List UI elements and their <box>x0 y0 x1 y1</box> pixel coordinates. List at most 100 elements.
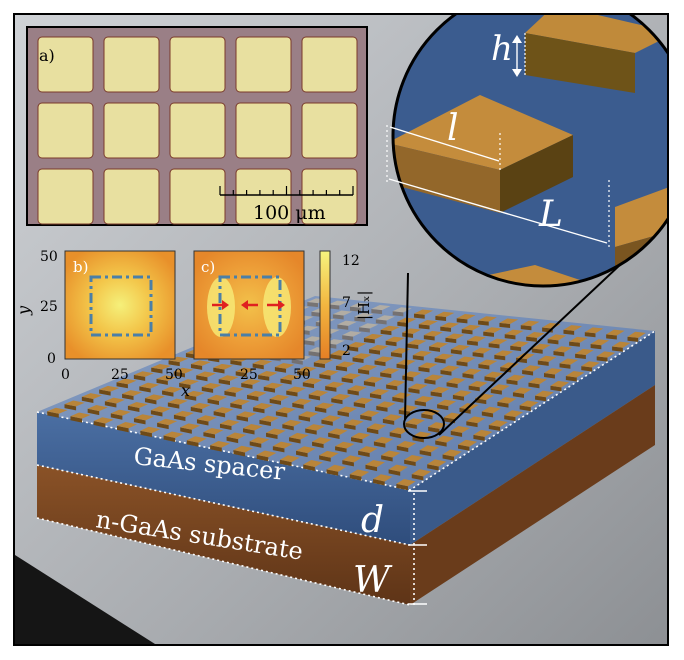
x-axis-label: x <box>181 381 190 400</box>
patch-side <box>207 398 219 405</box>
micro-pad <box>103 36 160 93</box>
patch-side <box>64 404 77 411</box>
patch <box>414 396 434 403</box>
patch-side <box>230 360 242 366</box>
patch <box>269 394 290 401</box>
patch <box>253 403 273 410</box>
colorbar <box>319 250 331 360</box>
patch <box>190 360 211 366</box>
patch <box>99 385 120 392</box>
patch <box>506 374 526 382</box>
patch <box>258 370 278 377</box>
patch <box>569 336 588 343</box>
patch <box>210 440 230 448</box>
micrograph-panel <box>26 26 368 226</box>
patch-side <box>414 313 425 319</box>
patch-side <box>446 382 458 388</box>
patch-side <box>224 390 236 397</box>
patch-side <box>186 440 199 447</box>
patch-side <box>358 369 370 375</box>
patch <box>144 394 165 401</box>
micro-pad-grid <box>37 36 358 225</box>
patch-side <box>418 366 430 373</box>
patch <box>308 390 329 397</box>
patch-side <box>184 394 197 401</box>
patch-side <box>374 360 386 367</box>
patch-side <box>497 401 509 408</box>
patch-side <box>478 320 489 326</box>
patch-side <box>274 367 287 373</box>
patch <box>547 334 567 341</box>
patch-side <box>468 385 480 392</box>
patch <box>535 390 554 398</box>
patch-side <box>390 352 402 358</box>
patch <box>87 405 108 412</box>
patch-side <box>427 464 439 471</box>
patch <box>408 383 428 390</box>
micro-pad <box>169 168 226 225</box>
patch <box>133 414 154 421</box>
y-tick-0: 0 <box>47 351 56 367</box>
patch <box>407 339 427 346</box>
patch <box>47 407 68 414</box>
patch <box>247 390 267 397</box>
patch <box>434 353 454 360</box>
patch <box>504 410 524 418</box>
colorbar-tick-min: 2 <box>342 343 351 359</box>
patch <box>312 437 332 445</box>
patch-side <box>462 373 474 379</box>
patch-side <box>291 359 303 365</box>
patch-side <box>233 450 246 457</box>
patch-side <box>93 421 106 428</box>
patch-side <box>308 394 321 401</box>
patch <box>499 318 519 324</box>
patch <box>116 378 137 385</box>
patch <box>456 313 476 320</box>
patch-side <box>144 398 157 405</box>
patch-side <box>286 390 298 397</box>
patch <box>575 348 594 356</box>
patch-side <box>512 392 524 398</box>
patch-side <box>596 356 608 362</box>
micro-pad <box>235 168 292 225</box>
patch <box>450 426 470 433</box>
patch <box>249 437 270 444</box>
patch-side <box>412 436 424 443</box>
patch <box>196 415 217 422</box>
patch-side <box>506 379 518 386</box>
patch-side <box>117 425 129 433</box>
patch <box>360 410 380 417</box>
patch-side <box>544 372 555 379</box>
patch-side <box>612 346 623 352</box>
zoom-annotations <box>386 33 610 247</box>
patch-side <box>456 361 468 367</box>
patch <box>440 365 460 372</box>
patch-side <box>423 335 435 341</box>
patch <box>252 359 273 366</box>
patch <box>510 341 530 348</box>
patch-side <box>332 314 344 320</box>
patch <box>366 423 387 431</box>
patch-side <box>359 327 370 333</box>
spacer-layer-side <box>410 331 655 545</box>
colorbar-label: |Hₓ| <box>355 290 373 320</box>
patch-side <box>373 479 385 486</box>
patch-side <box>335 446 347 453</box>
patch <box>337 320 357 326</box>
patch-side <box>353 402 366 408</box>
patch <box>292 398 312 405</box>
patch <box>335 441 355 449</box>
patch <box>504 329 524 336</box>
patch <box>375 315 395 321</box>
micro-pad <box>37 102 94 159</box>
patch <box>550 380 570 388</box>
micro-pad <box>235 36 292 93</box>
patch-side <box>157 422 169 430</box>
patch-side <box>414 400 426 407</box>
patch-side <box>373 441 386 448</box>
patch <box>179 379 199 385</box>
patch <box>167 398 188 405</box>
patch-side <box>342 460 354 467</box>
patch-side <box>520 325 532 331</box>
patch <box>352 353 372 359</box>
